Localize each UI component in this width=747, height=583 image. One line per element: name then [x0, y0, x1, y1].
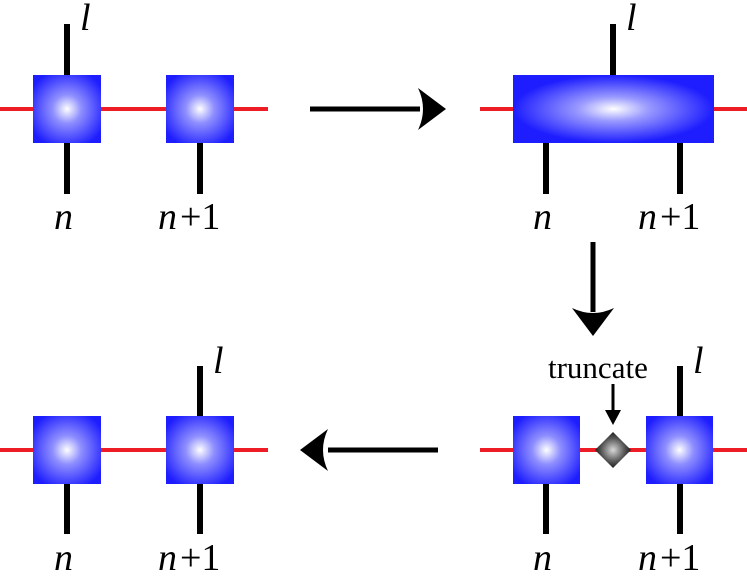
tensor-left-split	[513, 416, 580, 484]
tensor-site-n	[33, 416, 101, 484]
label-truncate: truncate	[548, 350, 648, 385]
label-n: n	[54, 196, 73, 238]
arrow-left	[300, 429, 438, 471]
panel-initial-two-sites: l n n +1	[0, 0, 268, 238]
tensor-merged	[513, 75, 714, 143]
truncate-pointer-arrow	[605, 384, 621, 425]
panel-result-two-sites: l n n +1	[0, 340, 268, 579]
label-l: l	[693, 340, 704, 382]
tensor-right-split	[646, 416, 713, 484]
label-l: l	[626, 0, 637, 39]
panel-split-truncate: truncate l n n +1	[480, 340, 747, 579]
label-n-base: n	[638, 196, 657, 238]
label-n-base: n	[158, 196, 177, 238]
label-n: n	[533, 196, 552, 238]
arrow-down	[572, 242, 614, 336]
arrow-right	[310, 88, 446, 130]
tensor-site-n	[33, 75, 101, 143]
tensor-site-n-plus-1	[166, 75, 234, 143]
label-plus-one: +1	[180, 537, 220, 579]
tensor-site-n-plus-1	[166, 416, 234, 484]
label-plus-one: +1	[180, 196, 220, 238]
label-n: n	[54, 537, 73, 579]
label-l: l	[80, 0, 91, 39]
label-n-base: n	[158, 537, 177, 579]
panel-merged-tensor: l n n +1	[480, 0, 747, 238]
label-plus-one: +1	[660, 537, 700, 579]
truncation-diamond	[595, 432, 631, 468]
label-l: l	[213, 340, 224, 382]
label-n-base: n	[638, 537, 657, 579]
label-plus-one: +1	[660, 196, 700, 238]
label-n: n	[533, 537, 552, 579]
